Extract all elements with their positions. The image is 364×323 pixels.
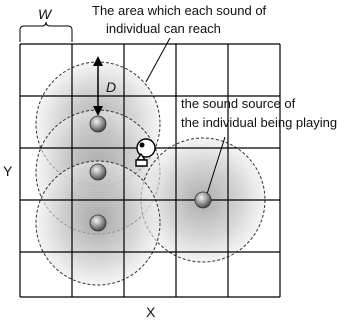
area-pointer-line — [145, 37, 171, 83]
area-label-line2: individual can reach — [106, 21, 221, 36]
sound-sources — [89, 115, 212, 232]
d-label: D — [106, 79, 116, 95]
source-label-line1: the sound source of — [181, 96, 296, 111]
listener-figure — [135, 138, 156, 167]
w-bracket — [19, 21, 73, 42]
w-label: W — [38, 6, 53, 22]
sound-source-middle — [89, 163, 107, 181]
sound-source-playing — [194, 191, 212, 209]
grid — [19, 43, 281, 298]
area-label-line1: The area which each sound of — [92, 3, 267, 18]
y-axis-label: Y — [3, 163, 13, 179]
source-pointer-line — [206, 136, 226, 195]
d-arrow — [93, 56, 103, 116]
sound-source-top — [89, 115, 107, 133]
sound-source-bottom — [89, 214, 107, 232]
x-axis-label: X — [146, 304, 156, 320]
source-label-line2: the individual being playing — [181, 115, 337, 130]
